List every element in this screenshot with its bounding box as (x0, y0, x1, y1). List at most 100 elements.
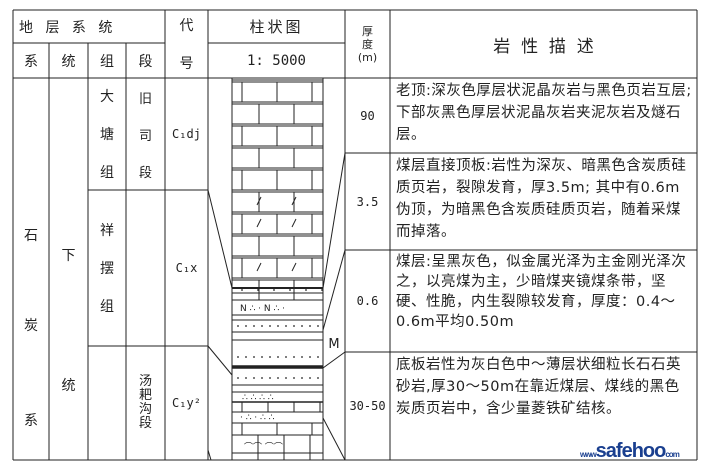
layer-description: 煤层:呈黑灰色，似金属光泽为主金刚光泽次之，以亮煤为主，少暗煤夹镜煤条带，坚硬、… (396, 254, 687, 330)
sand-dot (245, 356, 247, 358)
header-column: 柱状图 (249, 18, 304, 36)
chert-mark (256, 262, 262, 272)
section-char: 段 (138, 416, 152, 431)
chert-mark (291, 196, 297, 206)
layer-description: 煤层直接顶板:岩性为深灰、暗黑色含炭质硅质页岩，裂隙发育，厚3.5m; 其中有0… (396, 158, 687, 240)
pattern-symbol: ∴ ∴ ∴ ∴ (242, 393, 274, 403)
sand-dot (309, 377, 311, 379)
sand-dot (269, 356, 271, 358)
coal-seam-marker: M (328, 336, 340, 352)
safehoo-watermark-logo: wwwsafehoocom (580, 440, 680, 463)
sand-dot (309, 356, 311, 358)
group-datang: 大 塘 组 (88, 78, 126, 190)
series-char-1: 下 (61, 248, 76, 264)
header-thickness-3: (m) (357, 50, 378, 64)
code-c1x: C₁x (175, 261, 198, 275)
header-group: 组 (100, 53, 114, 70)
group-char: 塘 (100, 127, 114, 143)
connector-line (322, 417, 346, 461)
system-char-1: 石 (24, 228, 38, 244)
sand-dot (293, 356, 295, 358)
group-char: 祥 (100, 223, 114, 239)
carbon-dot (321, 289, 323, 291)
connector-line (207, 345, 233, 376)
layer-description: 老顶:深灰色厚层状泥晶灰岩与黑色页岩互层; 下部灰黑色厚层状泥晶灰岩夹泥灰岩及燧… (396, 83, 692, 143)
connector-line (322, 152, 346, 289)
section-char: 旧 (138, 91, 152, 107)
sand-dot (253, 356, 255, 358)
watermark-prefix: www (580, 450, 597, 459)
header-scale: 1: 5000 (246, 52, 306, 69)
header-code-2: 号 (179, 56, 194, 72)
code-c1dj: C₁dj (172, 127, 201, 141)
sand-dot (285, 356, 287, 358)
sand-dot (261, 377, 263, 379)
carbon-dot (257, 289, 259, 291)
carbon-dot (289, 289, 291, 291)
layer-thickness: 3.5 (356, 194, 379, 209)
sand-dot (277, 377, 279, 379)
sand-dot (253, 325, 255, 327)
sand-dot (269, 377, 271, 379)
series-char-2: 统 (61, 378, 76, 394)
section-tangbagou: 汤 耙 沟 段 (126, 346, 165, 460)
pattern-symbol: ⌒⌒ ⌒⌒ (244, 442, 283, 453)
sand-dot (237, 377, 239, 379)
layer-thickness: 30-50 (349, 399, 386, 413)
sand-dot (317, 377, 319, 379)
pattern-symbol: · ∴ · ∴ ∴ (240, 413, 274, 423)
chert-mark (256, 196, 262, 206)
sand-dot (261, 325, 263, 327)
chert-mark (291, 262, 297, 272)
system-char-3: 系 (24, 413, 38, 429)
header-thickness-1: 厚 (362, 24, 373, 38)
sand-dot (245, 325, 247, 327)
layer-thickness: 0.6 (356, 294, 379, 308)
header-code: 代 号 (165, 10, 208, 78)
section-char: 司 (138, 128, 152, 144)
sand-dot (301, 356, 303, 358)
header-thickness-2: 度 (362, 37, 373, 51)
carbon-dot (273, 289, 275, 291)
sand-dot (237, 325, 239, 327)
carbon-dot (305, 289, 307, 291)
connector-line (322, 249, 346, 331)
group-char: 摆 (100, 261, 114, 277)
sand-dot (253, 377, 255, 379)
section-char: 沟 (138, 402, 152, 417)
header-code-1: 代 (179, 18, 194, 34)
group-char: 大 (100, 89, 114, 105)
watermark-suffix: com (665, 450, 679, 459)
sand-dot (277, 356, 279, 358)
group-char: 组 (100, 299, 114, 315)
connector-line (322, 351, 346, 369)
sand-dot (277, 325, 279, 327)
sand-dot (245, 377, 247, 379)
section-char: 汤 (138, 374, 152, 389)
sand-dot (301, 325, 303, 327)
sand-dot (317, 325, 319, 327)
sand-dot (317, 356, 319, 358)
sand-dot (301, 377, 303, 379)
sand-dot (309, 325, 311, 327)
header-strata-system: 地 层 系 统 (19, 19, 117, 36)
section-char: 段 (138, 165, 152, 181)
sand-dot (293, 377, 295, 379)
header-series: 统 (61, 53, 76, 70)
connector-line (207, 449, 212, 461)
section-char: 耙 (138, 388, 152, 403)
chert-mark (256, 218, 262, 228)
sand-dot (237, 356, 239, 358)
carbon-dot (241, 289, 243, 291)
pattern-symbol: N ∴ · N ∴ · (240, 304, 285, 314)
sand-dot (261, 356, 263, 358)
header-thickness: 厚 度 (m) (345, 10, 390, 78)
watermark-brand: safehoo (595, 440, 667, 462)
code-c1y2: C₁y² (172, 396, 201, 410)
system-char-2: 炭 (24, 318, 38, 334)
group-char: 组 (100, 165, 114, 181)
header-section: 段 (138, 53, 153, 70)
group-xiangbai: 祥 摆 组 (88, 190, 126, 346)
